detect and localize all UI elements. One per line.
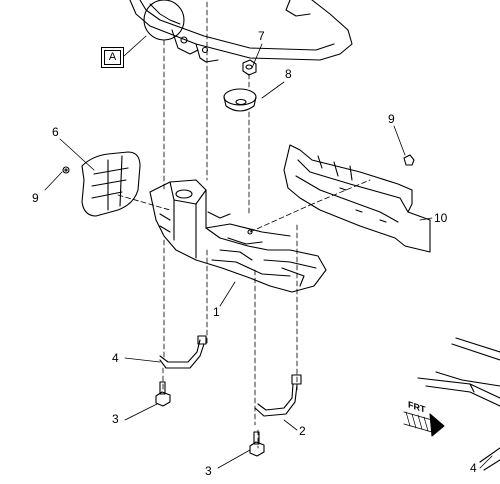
bolt-3-lower (249, 431, 265, 457)
callout-9-left: 9 (32, 191, 39, 205)
callout-3-lower: 3 (205, 464, 212, 478)
callout-6: 6 (52, 125, 59, 139)
nut-7 (242, 59, 257, 76)
callout-10: 10 (434, 211, 448, 225)
callout-7: 7 (258, 29, 265, 43)
detail-circle (143, 0, 185, 41)
strap-4 (159, 335, 207, 369)
frame-rail-right (417, 337, 500, 471)
strap-2 (254, 374, 302, 417)
frame-rail-top (129, 0, 353, 63)
callout-9-right: 9 (388, 112, 395, 126)
callout-4-left: 4 (112, 351, 119, 365)
callout-4-right: 4 (470, 461, 477, 475)
bolt-3-upper (155, 381, 171, 407)
bushing-8 (223, 88, 257, 112)
heat-shield-10 (283, 144, 431, 253)
callout-2: 2 (299, 424, 306, 438)
callout-3-upper: 3 (112, 412, 119, 426)
front-arrow-icon (403, 411, 445, 437)
heat-shield-6 (81, 151, 141, 217)
washer-9-right (403, 154, 415, 166)
view-a-label: A (101, 47, 124, 68)
callout-8: 8 (285, 67, 292, 81)
washer-9-left (62, 166, 70, 174)
callout-1: 1 (213, 305, 220, 319)
leader-lines (44, 43, 493, 469)
alignment-lines (117, 1, 371, 449)
main-assembly-1 (149, 179, 327, 293)
